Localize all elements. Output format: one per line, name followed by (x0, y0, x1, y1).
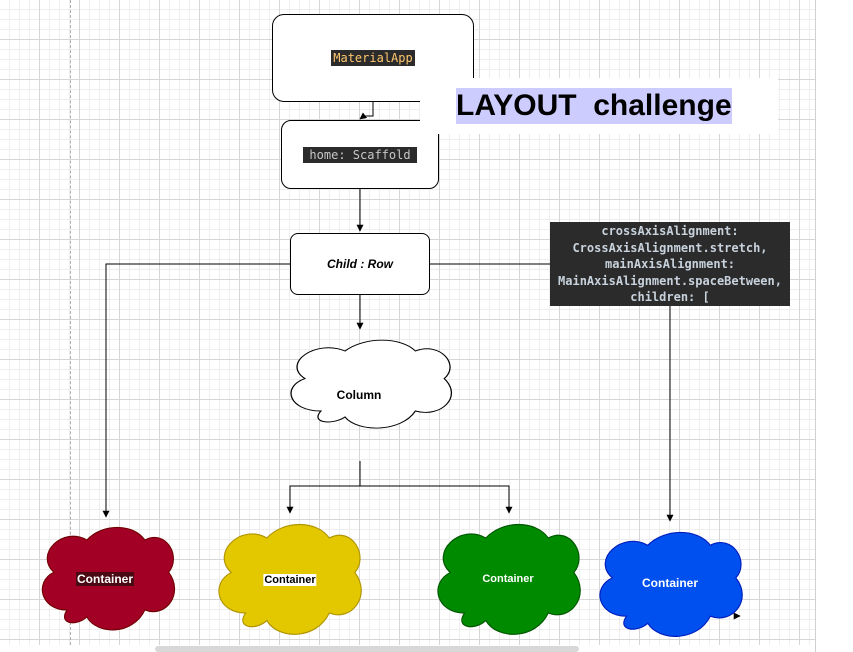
diagram-title: LAYOUT challenge (456, 88, 732, 124)
connector-column-to-container-yellow[interactable] (286, 461, 361, 514)
diagram-shapes (41, 102, 743, 637)
connector-materialapp-to-scaffold[interactable] (359, 102, 374, 120)
container-green-label: Container (482, 573, 534, 585)
cloud-container-green[interactable] (437, 524, 581, 635)
cloud-column[interactable] (290, 339, 452, 429)
row-label: Child : Row (327, 257, 393, 271)
scaffold-node[interactable]: home: Scaffold (281, 120, 439, 189)
code-line: mainAxisAlignment: (604, 257, 736, 271)
container-blue-label: Container (641, 576, 699, 590)
material-app-label: MaterialApp (331, 50, 415, 66)
column-label: Column (336, 388, 382, 402)
container-red-label: Container (75, 572, 135, 586)
code-line: children: [ (630, 290, 710, 304)
container-yellow-label: Container (263, 574, 317, 586)
connector-row-to-container-red[interactable] (102, 263, 290, 518)
code-line: CrossAxisAlignment.stretch, (572, 240, 768, 255)
cloud-container-blue[interactable] (599, 532, 743, 637)
horizontal-scrollbar[interactable] (155, 646, 579, 652)
code-line: MainAxisAlignment.spaceBetween, (558, 273, 782, 288)
row-node[interactable]: Child : Row (290, 233, 430, 295)
row-properties-code-block[interactable]: crossAxisAlignment: CrossAxisAlignment.s… (550, 222, 790, 306)
connector-column-to-container-green[interactable] (360, 485, 513, 514)
right-panel-margin (815, 0, 853, 652)
code-line: crossAxisAlignment: (601, 224, 739, 238)
scaffold-label: home: Scaffold (303, 146, 417, 163)
page-boundary-line (70, 0, 71, 645)
